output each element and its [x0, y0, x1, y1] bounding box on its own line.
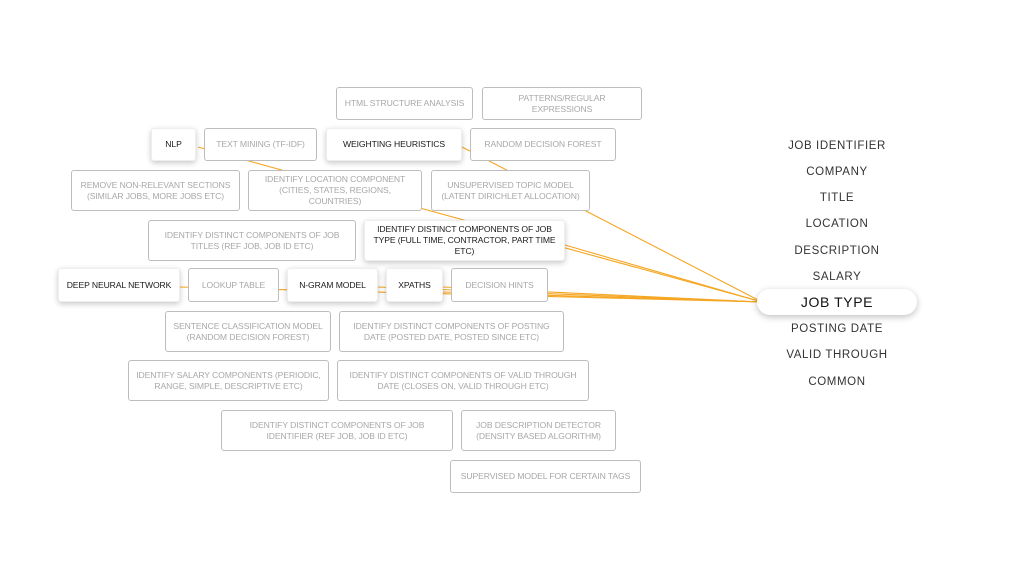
- node-decision-hints[interactable]: DECISION HINTS: [451, 268, 548, 302]
- node-label: N-GRAM MODEL: [299, 279, 366, 290]
- node-label: IDENTIFY DISTINCT COMPONENTS OF JOB IDEN…: [249, 419, 425, 441]
- edge-job-type-components: [564, 244, 763, 303]
- node-label: WEIGHTING HEURISTICS: [342, 139, 446, 150]
- node-xpaths[interactable]: XPATHS: [386, 268, 443, 302]
- node-deep-neural-network[interactable]: DEEP NEURAL NETWORK: [58, 268, 180, 302]
- category-location[interactable]: LOCATION: [805, 218, 869, 230]
- node-remove-sections[interactable]: REMOVE NON-RELEVANT SECTIONS (SIMILAR JO…: [71, 170, 240, 211]
- node-text-mining[interactable]: TEXT MINING (TF-IDF): [204, 128, 317, 161]
- node-valid-through-components[interactable]: IDENTIFY DISTINCT COMPONENTS OF VALID TH…: [337, 360, 589, 401]
- node-label: NLP: [165, 139, 182, 150]
- node-job-identifier-components[interactable]: IDENTIFY DISTINCT COMPONENTS OF JOB IDEN…: [221, 410, 453, 451]
- node-nlp[interactable]: NLP: [151, 128, 196, 161]
- category-company[interactable]: COMPANY: [806, 166, 868, 178]
- node-label: JOB DESCRIPTION DETECTOR (DENSITY BASED …: [476, 419, 601, 441]
- category-common[interactable]: COMMON: [808, 376, 866, 388]
- node-supervised-model[interactable]: SUPERVISED MODEL FOR CERTAIN TAGS: [450, 460, 641, 493]
- node-label: IDENTIFY SALARY COMPONENTS (PERIODIC, RA…: [136, 369, 321, 391]
- node-label: IDENTIFY DISTINCT COMPONENTS OF JOB TITL…: [164, 229, 340, 251]
- node-label: XPATHS: [398, 279, 431, 290]
- node-salary-components[interactable]: IDENTIFY SALARY COMPONENTS (PERIODIC, RA…: [128, 360, 329, 401]
- node-label: HTML STRUCTURE ANALYSIS: [344, 98, 465, 109]
- node-posting-date-components[interactable]: IDENTIFY DISTINCT COMPONENTS OF POSTING …: [339, 311, 564, 352]
- category-job-identifier[interactable]: JOB IDENTIFIER: [788, 140, 886, 152]
- category-description[interactable]: DESCRIPTION: [794, 245, 880, 257]
- node-label: TEXT MINING (TF-IDF): [216, 139, 305, 150]
- node-label: DEEP NEURAL NETWORK: [66, 279, 172, 290]
- node-label: UNSUPERVISED TOPIC MODEL (LATENT DIRICHL…: [441, 179, 580, 201]
- node-lookup-table[interactable]: LOOKUP TABLE: [188, 268, 279, 302]
- node-label: IDENTIFY DISTINCT COMPONENTS OF VALID TH…: [349, 369, 577, 391]
- node-sentence-classification[interactable]: SENTENCE CLASSIFICATION MODEL (RANDOM DE…: [165, 311, 331, 352]
- category-valid-through[interactable]: VALID THROUGH: [786, 349, 888, 361]
- node-label: IDENTIFY DISTINCT COMPONENTS OF JOB TYPE…: [373, 224, 556, 256]
- node-label: DECISION HINTS: [465, 279, 534, 290]
- node-label: RANDOM DECISION FOREST: [484, 139, 602, 150]
- node-label: PATTERNS/REGULAR EXPRESSIONS: [518, 92, 606, 114]
- category-posting-date[interactable]: POSTING DATE: [791, 323, 883, 335]
- node-random-forest[interactable]: RANDOM DECISION FOREST: [470, 128, 616, 161]
- node-label: SENTENCE CLASSIFICATION MODEL (RANDOM DE…: [173, 320, 323, 342]
- node-label: SUPERVISED MODEL FOR CERTAIN TAGS: [460, 471, 631, 482]
- node-label: IDENTIFY LOCATION COMPONENT (CITIES, STA…: [264, 174, 406, 206]
- node-html-structure[interactable]: HTML STRUCTURE ANALYSIS: [336, 87, 473, 120]
- node-location-component[interactable]: IDENTIFY LOCATION COMPONENT (CITIES, STA…: [248, 170, 422, 211]
- node-unsupervised-topic[interactable]: UNSUPERVISED TOPIC MODEL (LATENT DIRICHL…: [431, 170, 590, 211]
- node-label: IDENTIFY DISTINCT COMPONENTS OF POSTING …: [353, 320, 550, 342]
- category-job-type[interactable]: JOB TYPE: [757, 289, 917, 315]
- node-weighting-heuristics[interactable]: WEIGHTING HEURISTICS: [326, 128, 462, 161]
- node-ngram-model[interactable]: N-GRAM MODEL: [287, 268, 378, 302]
- category-title[interactable]: TITLE: [819, 192, 855, 204]
- node-patterns[interactable]: PATTERNS/REGULAR EXPRESSIONS: [482, 87, 642, 120]
- node-label: REMOVE NON-RELEVANT SECTIONS (SIMILAR JO…: [80, 179, 231, 201]
- node-label: LOOKUP TABLE: [201, 279, 266, 290]
- category-salary[interactable]: SALARY: [812, 271, 862, 283]
- node-job-titles[interactable]: IDENTIFY DISTINCT COMPONENTS OF JOB TITL…: [148, 220, 356, 261]
- node-job-type-components[interactable]: IDENTIFY DISTINCT COMPONENTS OF JOB TYPE…: [364, 220, 565, 261]
- node-job-description-detector[interactable]: JOB DESCRIPTION DETECTOR (DENSITY BASED …: [461, 410, 616, 451]
